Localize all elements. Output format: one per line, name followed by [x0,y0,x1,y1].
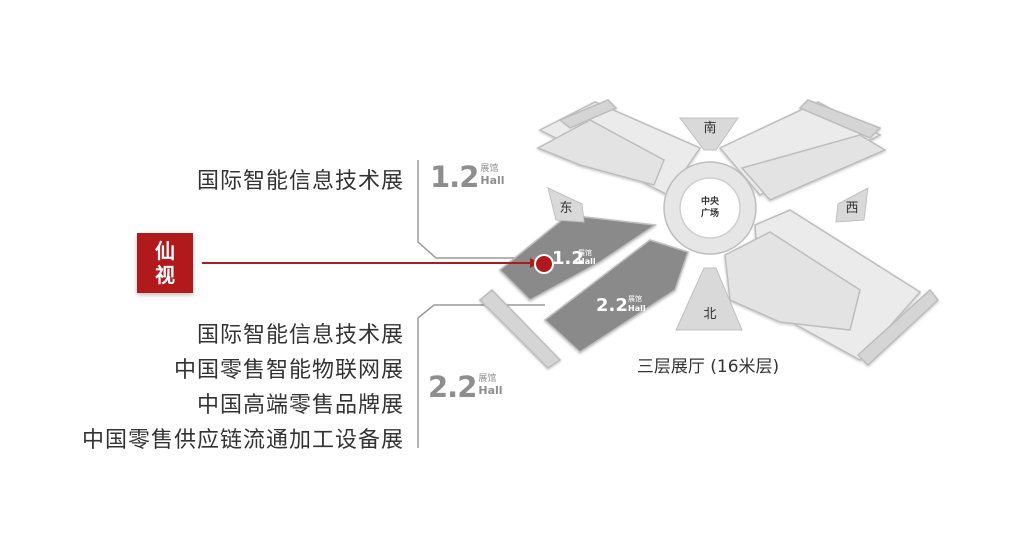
map-east-label: 东 [559,201,572,216]
hall-12-map-cn: 展馆 [578,248,592,257]
exhibitor-badge: 仙 视 [137,233,193,293]
hall-12-cn: 展馆 [480,164,499,174]
hall-12-tag: 1.2 展馆 Hall [430,160,505,194]
map-south-label: 南 [703,120,716,136]
petal-west [835,187,869,223]
badge-char-2: 视 [155,263,175,287]
wing-left [478,288,562,369]
hall-bottom-right-inner [724,231,861,331]
hall-12-en: Hall [480,174,505,187]
hall-22-number: 2.2 [428,370,477,404]
hall-22-map-en: Hall [628,304,646,313]
hall-12-number: 1.2 [430,160,479,194]
petal-east [547,187,585,223]
hall-12[interactable] [498,214,658,301]
hall-22-map-number: 2.2 [596,295,628,316]
hall-22[interactable] [543,239,689,353]
hall-12-map-number: 1.2 [552,248,584,269]
central-plaza-label-2: 广场 [701,207,719,219]
exhibitor-location-marker[interactable] [534,254,554,274]
hall-22-exhibition-list: 国际智能信息技术展 中国零售智能物联网展 中国高端零售品牌展 中国零售供应链流通… [82,318,404,458]
central-plaza [679,177,741,239]
hall-top-left-inner [536,119,665,186]
hall-22-cn: 展馆 [478,374,497,384]
wing-top-right [798,99,882,139]
wing-top-left [558,99,618,129]
hall-12-connector-line [417,160,532,259]
central-plaza-label-1: 中央 [701,195,720,207]
map-north-label: 北 [703,307,716,322]
list-item: 国际智能信息技术展 [196,323,404,348]
hall-22-en: Hall [478,384,503,397]
petal-south [679,117,739,151]
list-item: 中国零售供应链流通加工设备展 [81,428,404,453]
wing-right [856,288,940,367]
badge-char-1: 仙 [155,239,175,263]
hall-12-map-en: Hall [578,257,596,266]
list-item: 中国高端零售品牌展 [196,393,404,418]
floor-caption: 三层展厅 (16米层) [637,357,779,377]
list-item: 中国零售智能物联网展 [173,358,404,383]
map-west-label: 西 [845,201,858,216]
petal-north [675,267,743,331]
hall-top-right-inner [740,134,887,201]
hall-12-exhibition-label: 国际智能信息技术展 [196,169,404,194]
hall-22-tag: 2.2 展馆 Hall [428,370,503,404]
hall-22-map-cn: 展馆 [628,294,642,303]
